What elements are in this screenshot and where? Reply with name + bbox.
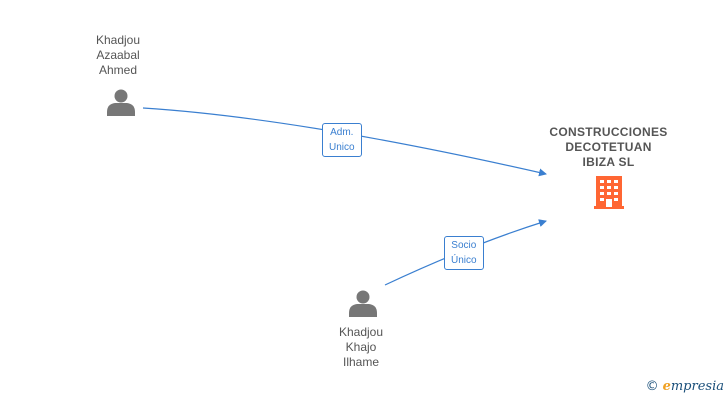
empresia-watermark: ©empresia [646, 379, 724, 394]
person-icon[interactable] [107, 89, 135, 117]
person-name[interactable]: Khadjou Khajo Ilhame [338, 325, 384, 369]
person-icon[interactable] [349, 290, 377, 318]
relation-label: Socio Único [444, 236, 484, 270]
person-name[interactable]: Khadjou Azaabal Ahmed [95, 33, 141, 77]
brand-name: mpresia [670, 379, 724, 394]
brand-initial: e [662, 379, 671, 394]
relation-label: Adm. Unico [322, 123, 362, 157]
building-icon[interactable] [594, 176, 624, 209]
copyright-symbol: © [645, 379, 659, 394]
company-name[interactable]: CONSTRUCCIONES DECOTETUAN IBIZA SL [549, 125, 668, 169]
